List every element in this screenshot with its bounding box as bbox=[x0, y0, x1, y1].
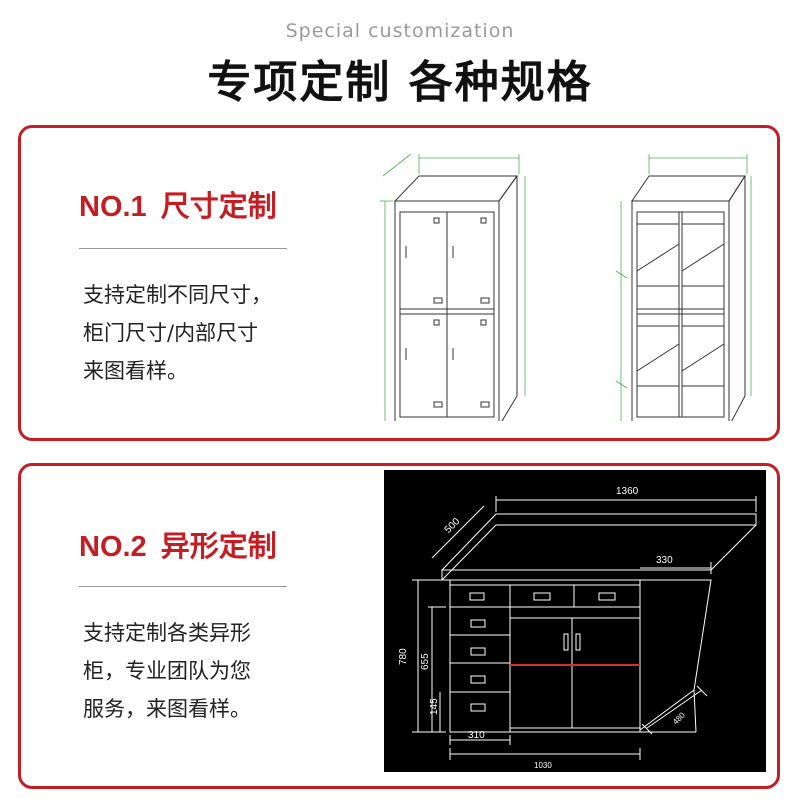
dimension-label: 655 bbox=[420, 653, 431, 670]
locker-technical-drawing bbox=[380, 153, 752, 421]
card-heading: NO.2 异形定制 bbox=[79, 523, 277, 565]
customization-card-size: NO.1 尺寸定制 支持定制不同尺寸， 柜门尺寸/内部尺寸 来图看样。 bbox=[18, 125, 780, 441]
divider bbox=[79, 586, 287, 587]
card-heading: NO.1 尺寸定制 bbox=[79, 183, 277, 225]
dimension-label: 330 bbox=[656, 555, 673, 566]
description-line: 支持定制各类异形 bbox=[83, 621, 251, 645]
description-line: 柜，专业团队为您 bbox=[83, 659, 251, 683]
dimension-label: 310 bbox=[468, 730, 485, 741]
page-title: 专项定制 各种规格 bbox=[207, 57, 593, 108]
dimension-label: 1360 bbox=[616, 486, 639, 497]
description-line: 柜门尺寸/内部尺寸 bbox=[83, 321, 259, 345]
divider bbox=[79, 248, 287, 249]
card-number: NO.2 bbox=[79, 531, 147, 563]
subtitle-en: Special customization bbox=[285, 20, 515, 42]
description-line: 服务，来图看样。 bbox=[83, 697, 251, 721]
desk-cad-drawing: 1360 500 330 780 655 145 310 1030 480 bbox=[384, 470, 766, 772]
dimension-label: 780 bbox=[398, 648, 409, 665]
dimension-label: 145 bbox=[429, 698, 440, 715]
description-line: 支持定制不同尺寸， bbox=[83, 283, 272, 307]
dimension-label: 1030 bbox=[534, 761, 552, 770]
card-heading-text: 异形定制 bbox=[160, 529, 277, 563]
card-heading-text: 尺寸定制 bbox=[160, 189, 277, 223]
card-description: 支持定制各类异形 柜，专业团队为您 服务，来图看样。 bbox=[83, 614, 333, 728]
description-line: 来图看样。 bbox=[83, 359, 188, 383]
card-number: NO.1 bbox=[79, 191, 147, 223]
customization-card-shape: NO.2 异形定制 支持定制各类异形 柜，专业团队为您 服务，来图看样。 bbox=[18, 463, 780, 789]
card-description: 支持定制不同尺寸， 柜门尺寸/内部尺寸 来图看样。 bbox=[83, 276, 333, 390]
